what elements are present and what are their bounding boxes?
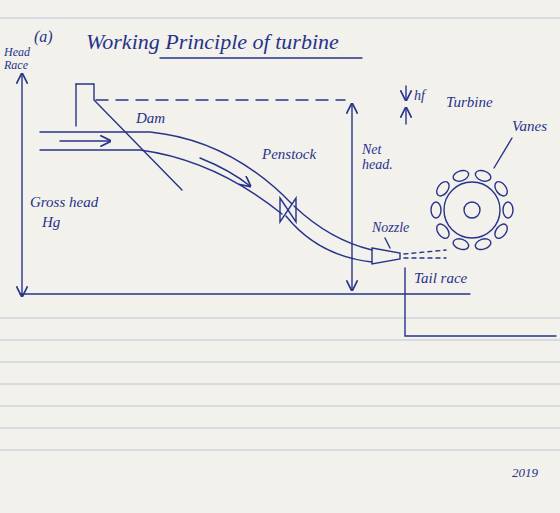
gross-head-arrow (21, 74, 22, 296)
vane (474, 169, 492, 183)
ruled-lines (0, 18, 560, 450)
part-label: Dam (136, 110, 165, 127)
vane (503, 202, 513, 218)
dimension-label: Net head. (362, 142, 406, 173)
vane (434, 179, 451, 198)
turbine-hub (464, 202, 480, 218)
title-underline (160, 57, 362, 58)
tail-race-channel (405, 268, 556, 336)
penstock-pipe (286, 216, 372, 262)
flow-arrow (200, 158, 250, 186)
page-number: 2019 (512, 466, 538, 480)
net-head-arrow (351, 104, 352, 290)
penstock-pipe (294, 206, 372, 250)
leader-line (494, 138, 512, 168)
leader-line (385, 238, 390, 248)
vane (474, 237, 492, 251)
dimension-label: Hg (42, 214, 60, 231)
dimension-label: Gross head (30, 194, 98, 211)
head-loss-arrow (405, 86, 406, 100)
part-label: Nozzle (372, 220, 409, 235)
part-label: Turbine (446, 94, 493, 111)
dam-back (75, 84, 76, 126)
part-label: Tail race (414, 270, 467, 287)
water-jet (404, 250, 446, 258)
part-label: Vanes (512, 118, 547, 135)
vane-set (431, 169, 513, 252)
diagram-title: Working Principle of turbine (86, 30, 339, 54)
ink-drawing (20, 58, 556, 336)
section-letter: (a) (34, 28, 53, 46)
vane (434, 222, 451, 241)
head-loss-arrow (405, 108, 406, 124)
vane (452, 237, 470, 251)
water-level (96, 99, 345, 100)
vane (492, 222, 509, 241)
vane (431, 202, 441, 218)
part-label: Penstock (262, 146, 316, 163)
dimension-label: hf (414, 88, 425, 103)
datum-line (20, 293, 470, 294)
vane (452, 169, 470, 183)
part-label: Head Race (4, 46, 40, 72)
turbine-wheel (444, 182, 500, 238)
flow-arrow (60, 140, 110, 141)
nozzle-symbol (372, 248, 400, 264)
vane (492, 179, 509, 198)
